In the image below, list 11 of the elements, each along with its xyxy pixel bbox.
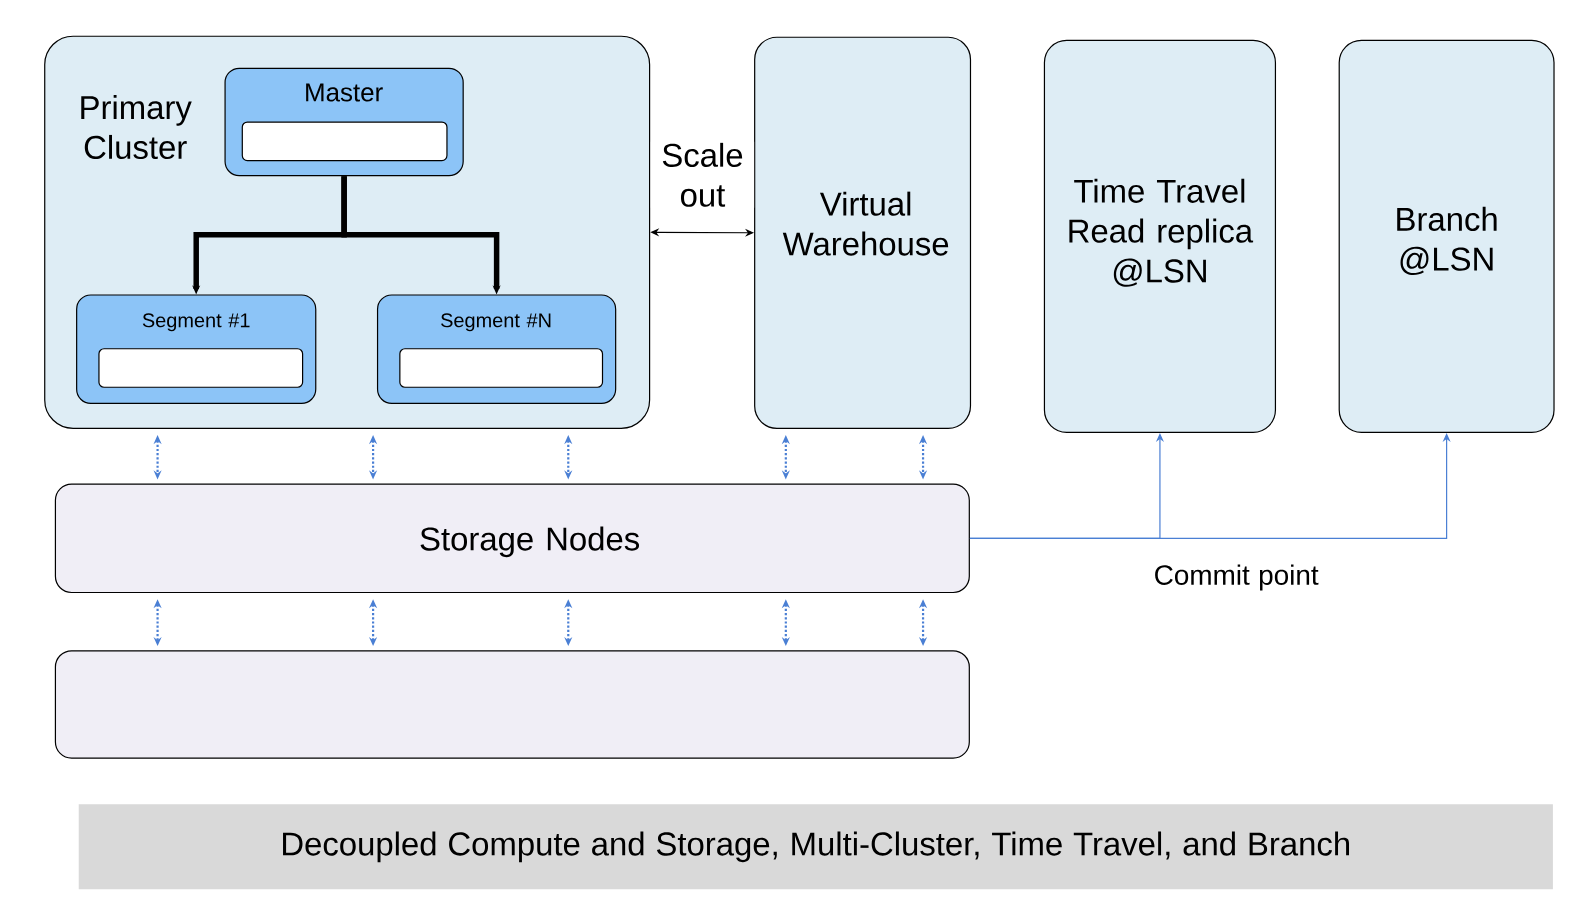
replica-box: Time Travel Read replica @LSN — [1043, 39, 1277, 434]
inner-box — [399, 348, 604, 388]
caption-band: Decoupled Compute and Storage, Multi-Cluster, Time Travel, and Branch — [78, 804, 1553, 890]
warehouse-box: Virtual Warehouse — [754, 36, 972, 429]
storage-box: Storage Nodes — [54, 483, 970, 594]
edge-label: Scale out — [650, 141, 755, 208]
inner-box — [241, 121, 448, 162]
note-label: Commit point — [1155, 564, 1319, 591]
branch-box: Branch @LSN — [1338, 39, 1555, 434]
inner-box — [98, 348, 304, 388]
object-store-box — [54, 650, 970, 759]
